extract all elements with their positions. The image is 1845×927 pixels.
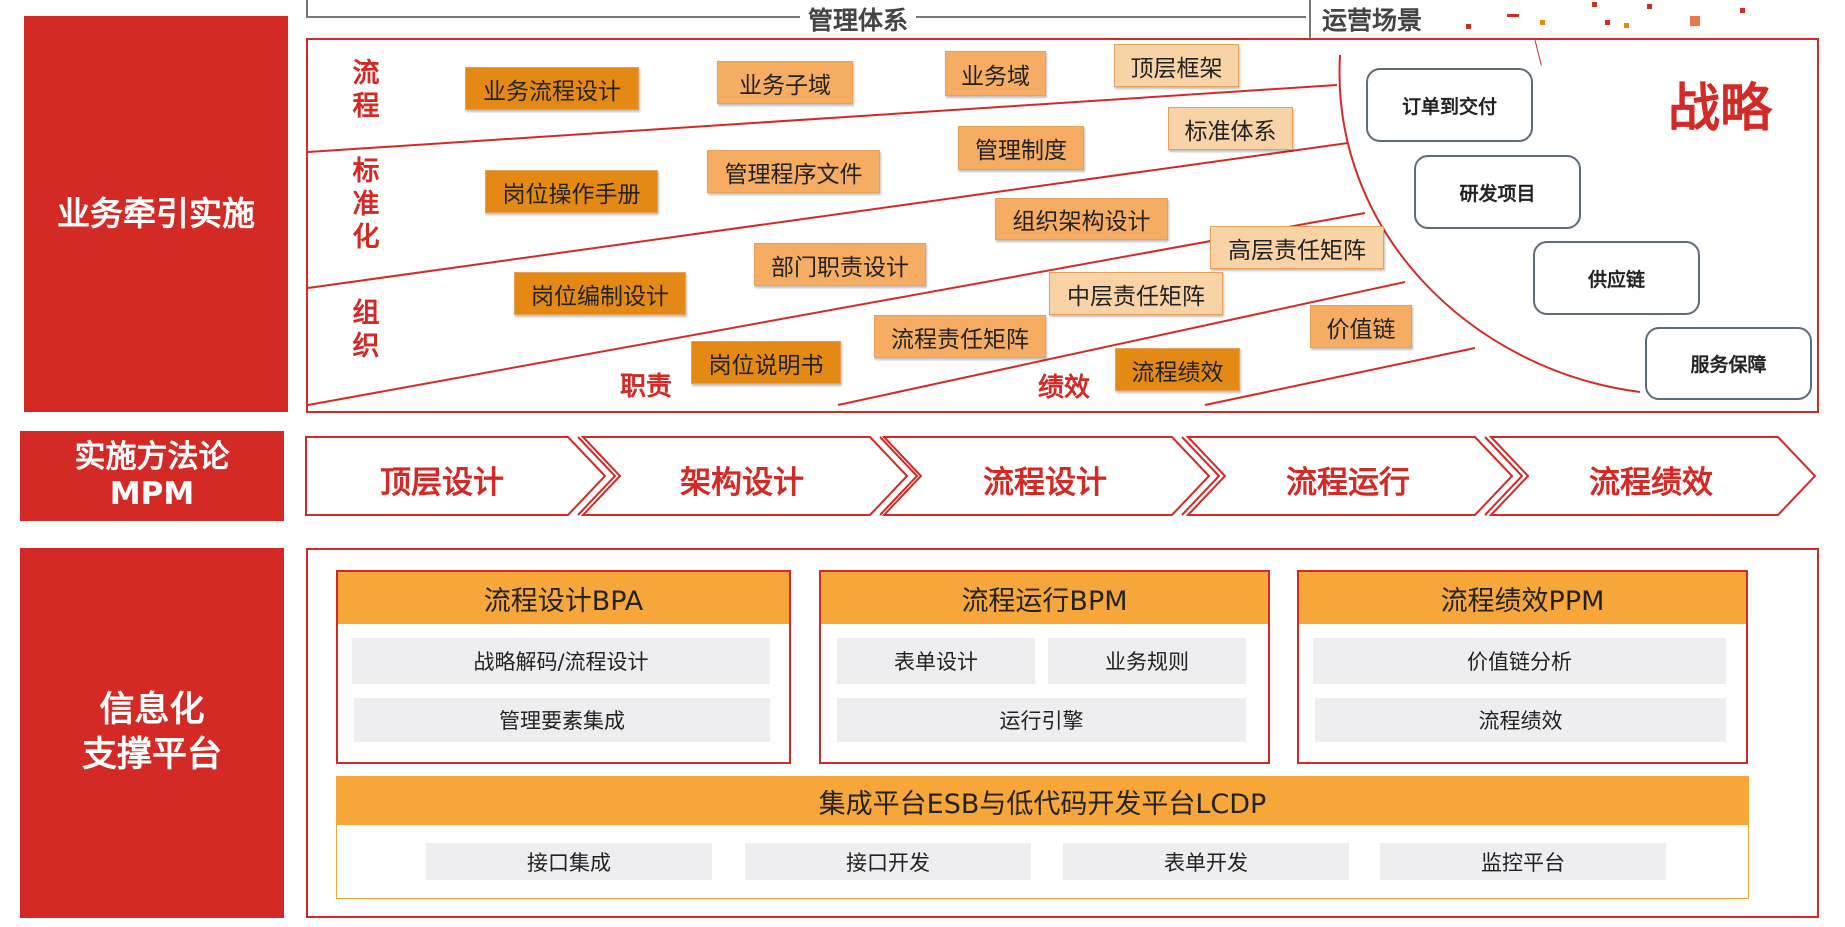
step-arrow-5: [1488, 436, 1817, 516]
bpa-item-elements: 管理要素集成: [354, 698, 770, 742]
bpa-item-strategy: 战略解码/流程设计: [352, 638, 770, 684]
module-ppm: 流程绩效PPM 价值链分析 流程绩效: [1297, 570, 1748, 764]
strategy-arc-right: [1534, 39, 1542, 66]
ppm-item-process-perf: 流程绩效: [1315, 698, 1726, 742]
module-bpm: 流程运行BPM 表单设计 业务规则 运行引擎: [819, 570, 1270, 764]
step-top-design: 顶层设计: [380, 465, 504, 501]
tag-middle-responsibility-matrix: 中层责任矩阵: [1049, 272, 1223, 315]
integration-platform: 集成平台ESB与低代码开发平台LCDP 接口集成 接口开发 表单开发 监控平台: [336, 776, 1749, 899]
module-bpm-title: 流程运行BPM: [821, 572, 1268, 624]
tag-org-structure-design: 组织架构设计: [995, 198, 1168, 240]
integration-item-interface-dev: 接口开发: [745, 843, 1031, 880]
tag-management-procedure: 管理程序文件: [707, 150, 880, 193]
module-bpa: 流程设计BPA 战略解码/流程设计 管理要素集成: [336, 570, 791, 764]
step-chevron-3: [1181, 436, 1221, 516]
step-arrow-2: [580, 436, 909, 516]
label-duty: 职责: [620, 372, 673, 402]
module-bpa-title: 流程设计BPA: [338, 572, 789, 624]
scenario-supply-chain: 供应链: [1533, 241, 1700, 315]
scenario-order-to-delivery: 订单到交付: [1366, 68, 1533, 142]
tag-job-operation-manual: 岗位操作手册: [485, 170, 658, 213]
tag-top-framework: 顶层框架: [1114, 44, 1239, 87]
integration-title: 集成平台ESB与低代码开发平台LCDP: [337, 777, 1748, 825]
business-driven-label: 业务牵引实施: [24, 16, 288, 412]
module-ppm-title: 流程绩效PPM: [1299, 572, 1746, 624]
tag-staffing-design: 岗位编制设计: [514, 272, 686, 315]
step-arrow-4: [1185, 436, 1514, 516]
row-label-standardization: 标准化: [352, 156, 380, 253]
tag-management-regulation: 管理制度: [958, 126, 1084, 170]
integration-item-interface: 接口集成: [426, 843, 712, 880]
management-system-header: 管理体系: [800, 1, 917, 37]
operation-scenario-header: 运营场景: [1314, 1, 1431, 37]
divider-org-duty: [307, 212, 1366, 406]
tag-business-domain: 业务域: [945, 51, 1046, 96]
tag-senior-responsibility-matrix: 高层责任矩阵: [1210, 226, 1384, 269]
divider-standard-org: [307, 142, 1349, 289]
tag-process-responsibility-matrix: 流程责任矩阵: [874, 315, 1046, 358]
step-process-perf: 流程绩效: [1589, 465, 1713, 501]
step-process-design: 流程设计: [983, 465, 1107, 501]
step-arrow-1: [305, 436, 607, 516]
step-process-run: 流程运行: [1286, 465, 1410, 501]
tag-department-duty-design: 部门职责设计: [754, 243, 926, 286]
label-performance: 绩效: [1038, 373, 1091, 403]
bpm-item-business-rules: 业务规则: [1048, 638, 1246, 684]
it-platform-label: 信息化 支撑平台: [20, 548, 284, 918]
ppm-item-value-chain: 价值链分析: [1313, 638, 1726, 684]
divider-process-standard: [307, 84, 1338, 153]
bpm-item-form-design: 表单设计: [837, 638, 1035, 684]
tag-business-process-design: 业务流程设计: [465, 67, 639, 110]
bpm-item-engine: 运行引擎: [837, 698, 1246, 742]
step-arrow-3: [881, 436, 1211, 516]
scenario-rd-project: 研发项目: [1414, 155, 1581, 229]
tag-standard-system: 标准体系: [1168, 107, 1293, 150]
step-chevron-1: [577, 436, 617, 516]
integration-item-monitor: 监控平台: [1380, 843, 1666, 880]
integration-item-form-dev: 表单开发: [1063, 843, 1349, 880]
step-chevron-2: [879, 436, 919, 516]
strategy-title: 战略: [1668, 79, 1773, 139]
tag-value-chain: 价值链: [1310, 305, 1412, 348]
platform-frame: [306, 548, 1819, 918]
tag-process-performance: 流程绩效: [1115, 348, 1240, 391]
row-label-organization: 组织: [352, 298, 380, 362]
step-chevron-4: [1484, 436, 1524, 516]
divider-duty-perf: [837, 281, 1406, 406]
divider-perf-edge: [1204, 347, 1476, 406]
tag-business-subdomain: 业务子域: [717, 61, 853, 104]
header-left-tick: [306, 0, 308, 17]
methodology-label: 实施方法论 MPM: [20, 431, 284, 521]
step-architecture: 架构设计: [680, 465, 804, 501]
scenario-service-support: 服务保障: [1645, 327, 1812, 400]
tag-job-description: 岗位说明书: [691, 341, 841, 384]
strategy-arc: [1338, 54, 1641, 393]
row-label-process: 流程: [352, 58, 380, 122]
header-divider-tick: [1309, 0, 1311, 40]
management-diagram-frame: [306, 38, 1819, 413]
